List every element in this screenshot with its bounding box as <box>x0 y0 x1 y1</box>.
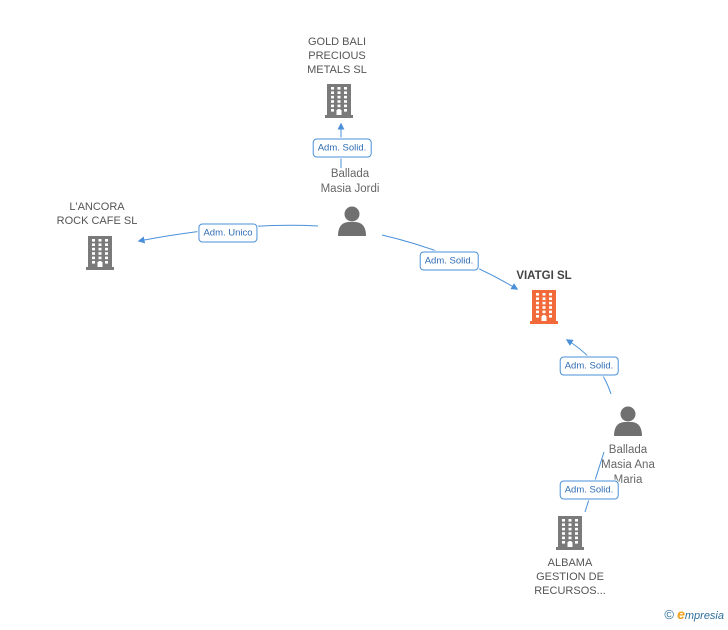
building-icon-gold-bali <box>325 84 353 118</box>
node-label-gold-bali[interactable]: GOLD BALI PRECIOUS METALS SL <box>307 36 367 76</box>
person-icon-ana <box>614 406 642 436</box>
empresia-logo-text: mpresia <box>684 610 724 622</box>
node-label-albama[interactable]: ALBAMA GESTION DE RECURSOS... <box>534 557 606 597</box>
node-label-ana[interactable]: Ballada Masia Ana Maria <box>601 444 655 486</box>
node-label-lancora[interactable]: L'ANCORA ROCK CAFE SL <box>56 201 138 227</box>
person-icon-jordi <box>338 206 366 236</box>
building-icon-albama <box>556 516 584 550</box>
relation-box-ana-albama[interactable]: Adm. Solid. <box>559 480 619 500</box>
relation-box-ana-viatgi[interactable]: Adm. Solid. <box>559 356 619 376</box>
relation-box-jordi-viatgi[interactable]: Adm. Solid. <box>419 251 479 271</box>
empresia-brand[interactable]: © empresia <box>664 606 724 622</box>
node-label-viatgi[interactable]: VIATGI SL <box>516 270 572 282</box>
building-icon-viatgi <box>530 290 558 324</box>
node-label-jordi[interactable]: Ballada Masia Jordi <box>320 168 380 195</box>
empresia-logo-icon: e <box>677 606 685 622</box>
relation-box-jordi-goldbali[interactable]: Adm. Solid. <box>312 138 372 158</box>
building-icon-lancora <box>86 236 114 270</box>
copyright-symbol: © <box>664 607 675 622</box>
relation-box-jordi-lancora[interactable]: Adm. Unico <box>198 223 258 243</box>
